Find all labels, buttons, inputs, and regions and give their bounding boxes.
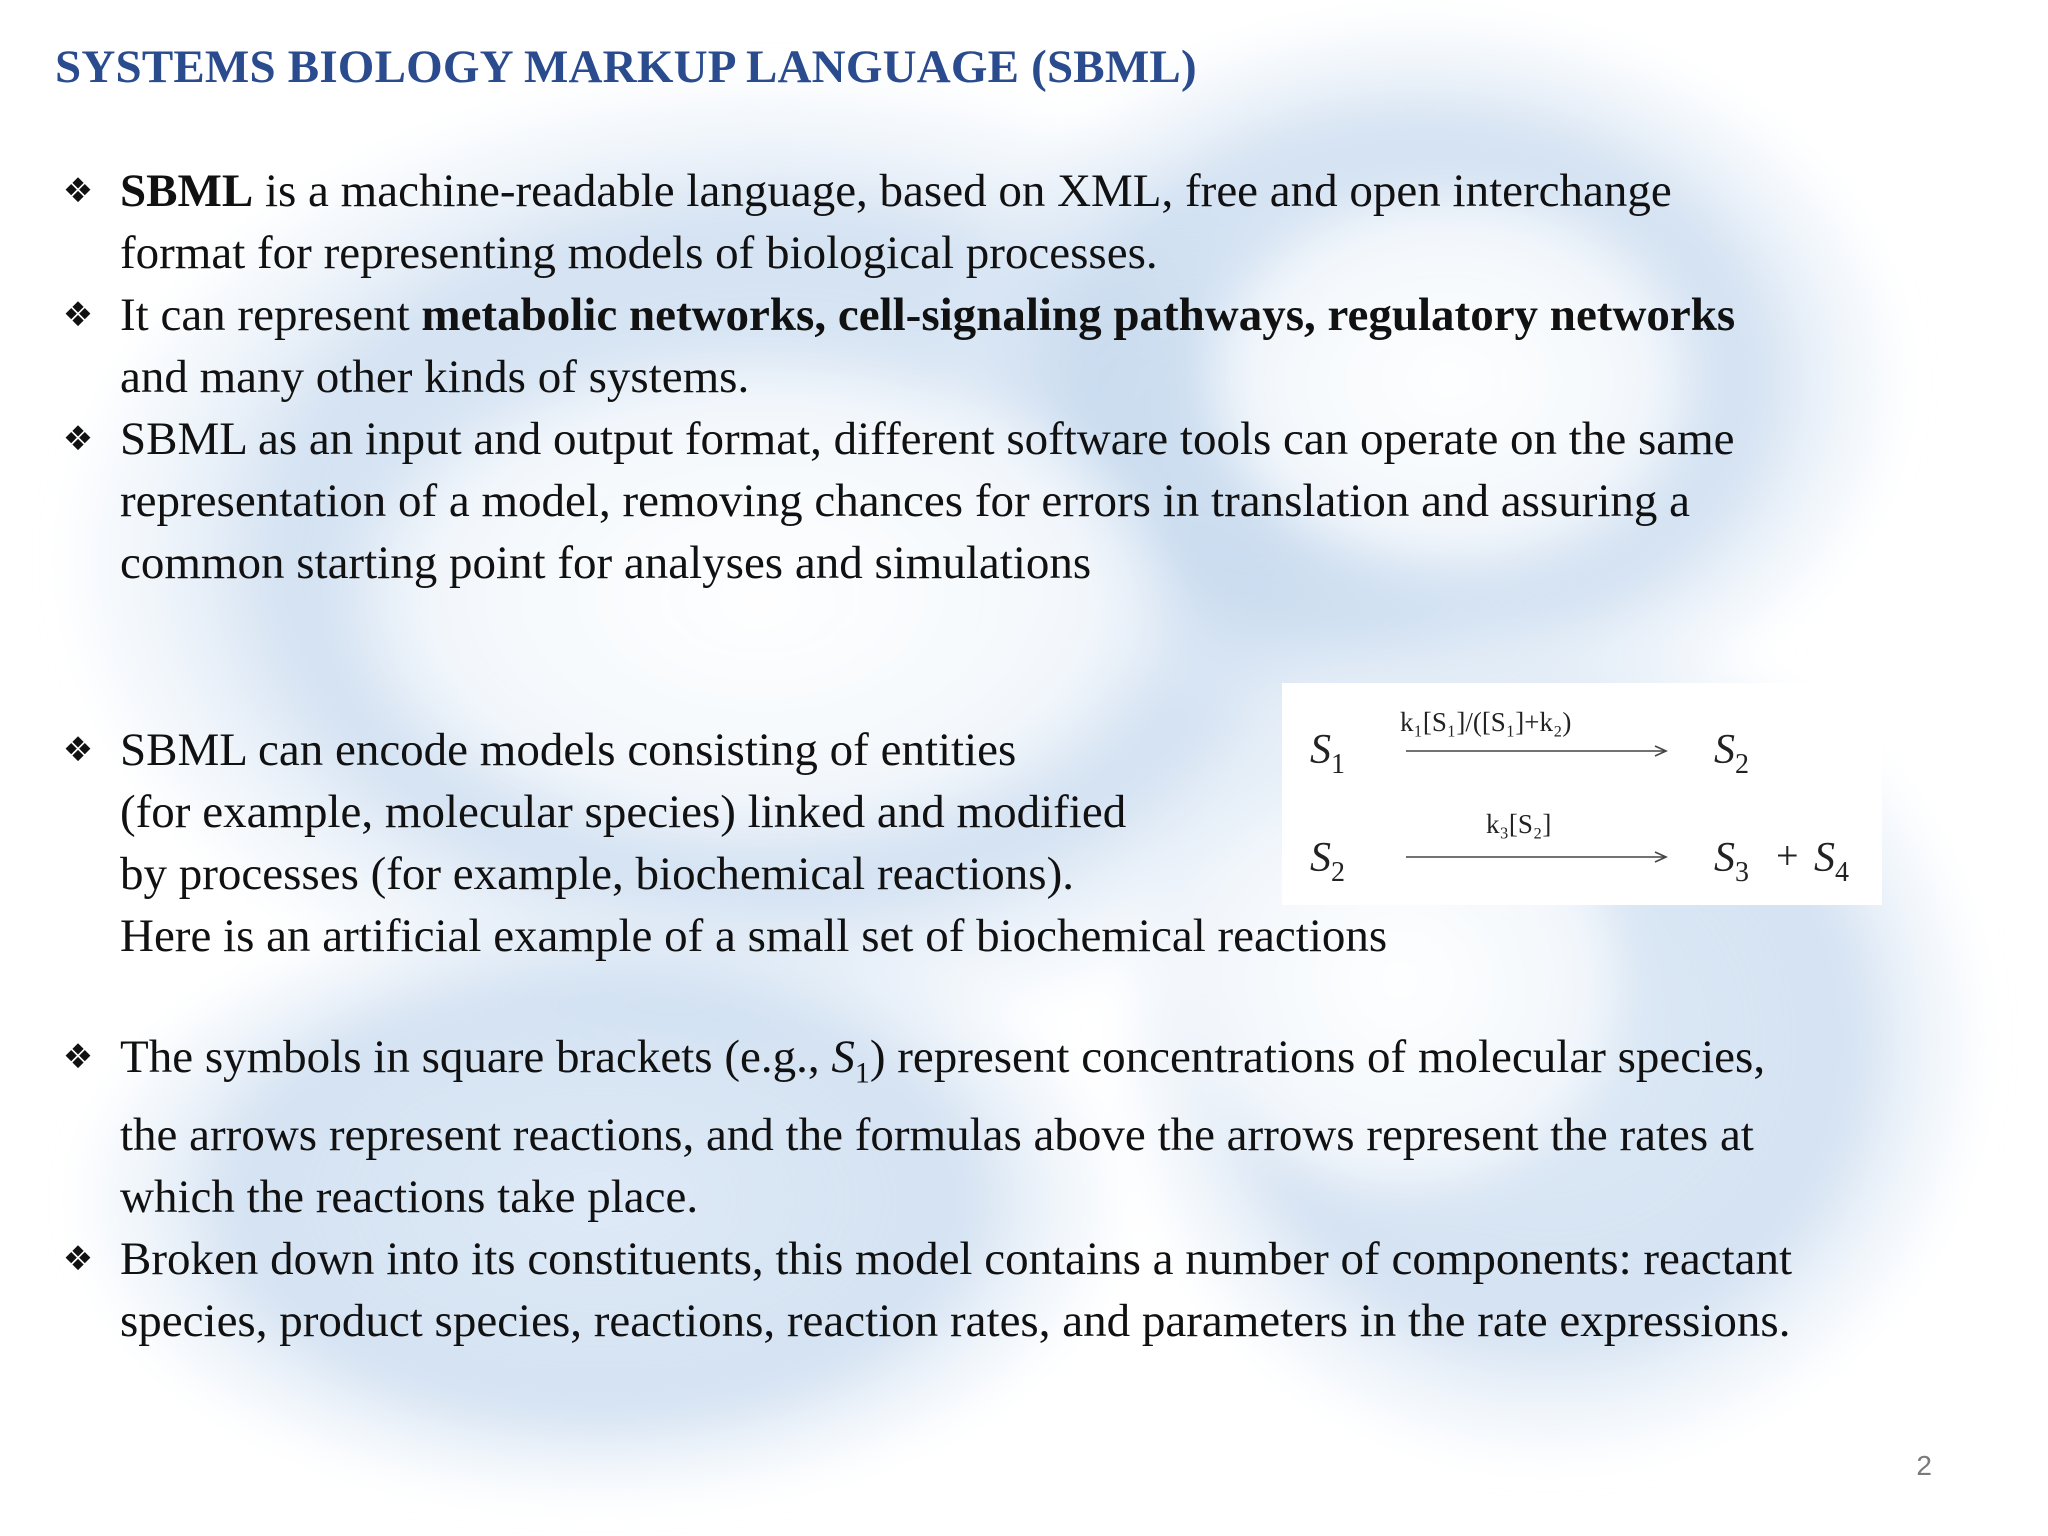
bullet-line: ) represent concentrations of molecular … <box>869 1031 1766 1083</box>
reaction2-rate: k₃[S₂] <box>1486 809 1551 839</box>
bullet-line: species, product species, reactions, rea… <box>120 1295 1791 1348</box>
bullet-line: which the reactions take place. <box>120 1171 699 1224</box>
diamond-bullet-icon: ❖ <box>62 295 94 335</box>
arrowhead-icon <box>1654 745 1668 757</box>
diamond-bullet-icon: ❖ <box>62 730 94 770</box>
reaction1-reactant: S1 <box>1310 727 1345 780</box>
bullet-entities: ❖ SBML can encode models consisting of e… <box>58 719 1478 967</box>
diamond-bullet-icon: ❖ <box>62 1239 94 1280</box>
bullet-list-entities: ❖ SBML can encode models consisting of e… <box>58 719 1478 967</box>
bullet-line: is a machine-readable language, based on… <box>253 165 1672 217</box>
bullet-representations: ❖ It can represent metabolic networks, c… <box>58 284 1978 408</box>
bullet-io-format: ❖ SBML as an input and output format, di… <box>58 408 1978 594</box>
reaction2-plus: + <box>1776 833 1799 878</box>
bullet-line: format for representing models of biolog… <box>120 227 1158 279</box>
bullet-line: Broken down into its constituents, this … <box>120 1233 1793 1286</box>
bold-term: SBML <box>120 165 254 217</box>
bullet-list-explanation: ❖ The symbols in square brackets (e.g., … <box>58 1026 1978 1352</box>
math-symbol: S <box>831 1031 855 1083</box>
bullet-line: Here is an artificial example of a small… <box>120 910 1388 962</box>
slide-title: SYSTEMS BIOLOGY MARKUP LANGUAGE (SBML) <box>55 41 1197 93</box>
bullet-text: The symbols in square brackets (e.g., S1… <box>120 1026 1978 1104</box>
math-subscript: 1 <box>854 1056 870 1090</box>
bullet-line: The symbols in square brackets (e.g., <box>120 1031 832 1083</box>
bullet-symbols: ❖ The symbols in square brackets (e.g., … <box>58 1026 1978 1228</box>
reaction2-reactant: S2 <box>1310 835 1345 888</box>
diamond-bullet-icon: ❖ <box>62 171 94 211</box>
bullet-line: SBML as an input and output format, diff… <box>120 413 1735 465</box>
bullet-line: the arrows represent reactions, and the … <box>120 1109 1754 1162</box>
bullet-line: common starting point for analyses and s… <box>120 537 1092 589</box>
diamond-bullet-icon: ❖ <box>62 1037 94 1077</box>
bullet-line: SBML can encode models consisting of ent… <box>120 724 1017 776</box>
bullet-components: ❖ Broken down into its constituents, thi… <box>58 1228 1978 1352</box>
bullet-line: It can represent <box>120 289 422 341</box>
reaction1-rate: k₁[S₁]/([S₁]+k₂) <box>1400 707 1571 737</box>
bullet-text: SBML is a machine-readable language, bas… <box>120 160 1978 222</box>
arrowhead-icon <box>1654 851 1668 863</box>
reaction2-product-b: S4 <box>1814 835 1849 888</box>
bold-term: metabolic networks, cell-signaling pathw… <box>421 289 1736 341</box>
bullet-list-intro: ❖ SBML is a machine-readable language, b… <box>58 160 1978 594</box>
bullet-line: by processes (for example, biochemical r… <box>120 848 1074 900</box>
bullet-line: (for example, molecular species) linked … <box>120 786 1127 838</box>
bullet-text: It can represent metabolic networks, cel… <box>120 284 1978 346</box>
reaction2-product-a: S3 <box>1714 835 1749 888</box>
bullet-sbml-definition: ❖ SBML is a machine-readable language, b… <box>58 160 1978 284</box>
reaction-equations-svg: S1 k₁[S₁]/([S₁]+k₂) S2 S2 k₃[S₂] S3 + S4 <box>1310 707 1849 888</box>
bullet-line: representation of a model, removing chan… <box>120 475 1691 527</box>
page-number: 2 <box>1916 1450 1932 1481</box>
reaction1-product: S2 <box>1714 727 1749 780</box>
diamond-bullet-icon: ❖ <box>62 419 94 459</box>
bullet-line: and many other kinds of systems. <box>120 351 750 403</box>
reaction-equations-figure: S1 k₁[S₁]/([S₁]+k₂) S2 S2 k₃[S₂] S3 + S4 <box>1282 683 1882 905</box>
